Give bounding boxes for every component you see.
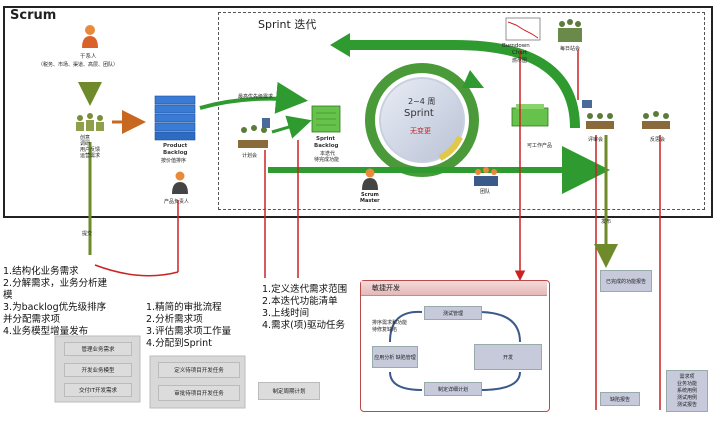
burndown-chart-icon (505, 17, 541, 41)
sprint-box (218, 12, 705, 210)
sprint-backlog-sub1: 本迭代 (320, 151, 336, 157)
burndown-sub: 燃尽图 (512, 58, 528, 64)
scrum-master-label: Scrum (361, 192, 379, 198)
team-icon (474, 167, 498, 186)
left-box-3: 交付IT开发需求 (64, 383, 132, 397)
agile-dev: 开发 (474, 344, 542, 370)
approve-label: 发布 (601, 219, 612, 225)
agile-plan: 制定详细计划 (424, 382, 482, 396)
daily-standup-icon (558, 19, 582, 42)
product-backlog-label: Product (163, 143, 188, 149)
input-source-1: 创意 (80, 135, 91, 141)
agile-dev-header-bar (361, 281, 547, 296)
done-features-tag: 已完成的功能报告 (600, 270, 652, 292)
artifact-stack-tag: 需求项 业务功能 系统用例 测试用例 测试报告 (666, 370, 708, 412)
stakeholder-sub: （税务、市场、渠道、高层、团队） (38, 62, 119, 68)
sprint-backlog-label: Sprint (316, 136, 336, 142)
sprint-backlog-icon (311, 105, 341, 133)
prioritize-note: 最高优先级需求 (238, 94, 274, 100)
scrum-title: Scrum (10, 8, 57, 23)
mid-box-1: 定义待项目开发任务 (158, 362, 240, 378)
review-meeting-label: 评审会 (588, 137, 604, 143)
iter-plan-box: 制定周期计划 (258, 382, 320, 400)
input-group-icon (76, 113, 104, 131)
team-label: 团队 (480, 189, 491, 195)
cycle-sprint: Sprint (404, 108, 434, 119)
agile-dev-arrows (389, 310, 521, 391)
note-left: 1.结构化业务需求 2.分解需求，业务分析建模 3.为backlog优先级排序并… (3, 266, 108, 337)
daily-standup-label: 每日站会 (560, 46, 581, 52)
left-box-2: 开发业务模型 (64, 363, 132, 377)
planning-meeting-icon (238, 118, 270, 148)
scrum-master-label2: Master (360, 198, 380, 204)
scrum-master-icon (362, 168, 378, 190)
shippable-label: 可工作产品 (527, 143, 553, 149)
stakeholder-icon (82, 25, 98, 48)
sprint-backlog-sub2: 待完成功能 (314, 157, 340, 163)
sprint-title: Sprint 迭代 (258, 18, 317, 31)
input-source-3: 用户反馈 (80, 147, 101, 153)
note-sprint: 1.定义迭代需求范围 2.本迭代功能清单 3.上线时间 4.需求(项)驱动任务 (262, 284, 348, 331)
planning-meeting-label: 计划会 (242, 153, 258, 159)
burndown-label2: Chart (512, 50, 528, 56)
mid-box-2: 审批待项目开发任务 (158, 385, 240, 401)
product-backlog-stack-icon (154, 95, 196, 141)
product-backlog-label2: Backlog (163, 150, 188, 156)
sprint-backlog-label2: Backlog (314, 143, 339, 149)
product-backlog-sub: 按价值排序 (161, 158, 187, 164)
stakeholder-label: 干系人 (80, 54, 97, 60)
submit-label: 提交 (82, 231, 93, 237)
agile-app-analysis: 应用分析 缺陷管理 (372, 346, 418, 368)
agile-test-mgmt: 测试管理 (424, 306, 482, 320)
left-box-1: 管理业务需求 (64, 342, 132, 356)
retro-meeting-icon (642, 111, 670, 129)
shippable-product-icon (511, 104, 549, 127)
input-source-2: 调研 (80, 141, 91, 147)
product-owner-label: 产品负责人 (164, 199, 190, 205)
input-source-4: 运营需求 (80, 153, 101, 159)
product-owner-icon (172, 171, 188, 194)
note-mid: 1.精简的审批流程 2.分析需求项 3.评估需求项工作量 4.分配到Sprint (146, 302, 232, 349)
defect-report-tag: 缺陷报告 (600, 392, 640, 406)
review-meeting-icon (582, 100, 614, 129)
cycle-nochange: 无变更 (410, 127, 431, 135)
retro-meeting-label: 反思会 (650, 137, 666, 143)
agile-rank: 排序需求和功能 待修复缺陷 (372, 320, 408, 333)
burndown-label: Burndown (502, 43, 530, 49)
cycle-weeks: 2~4 周 (408, 97, 436, 106)
agile-dev-header: 敏捷开发 (372, 284, 400, 292)
